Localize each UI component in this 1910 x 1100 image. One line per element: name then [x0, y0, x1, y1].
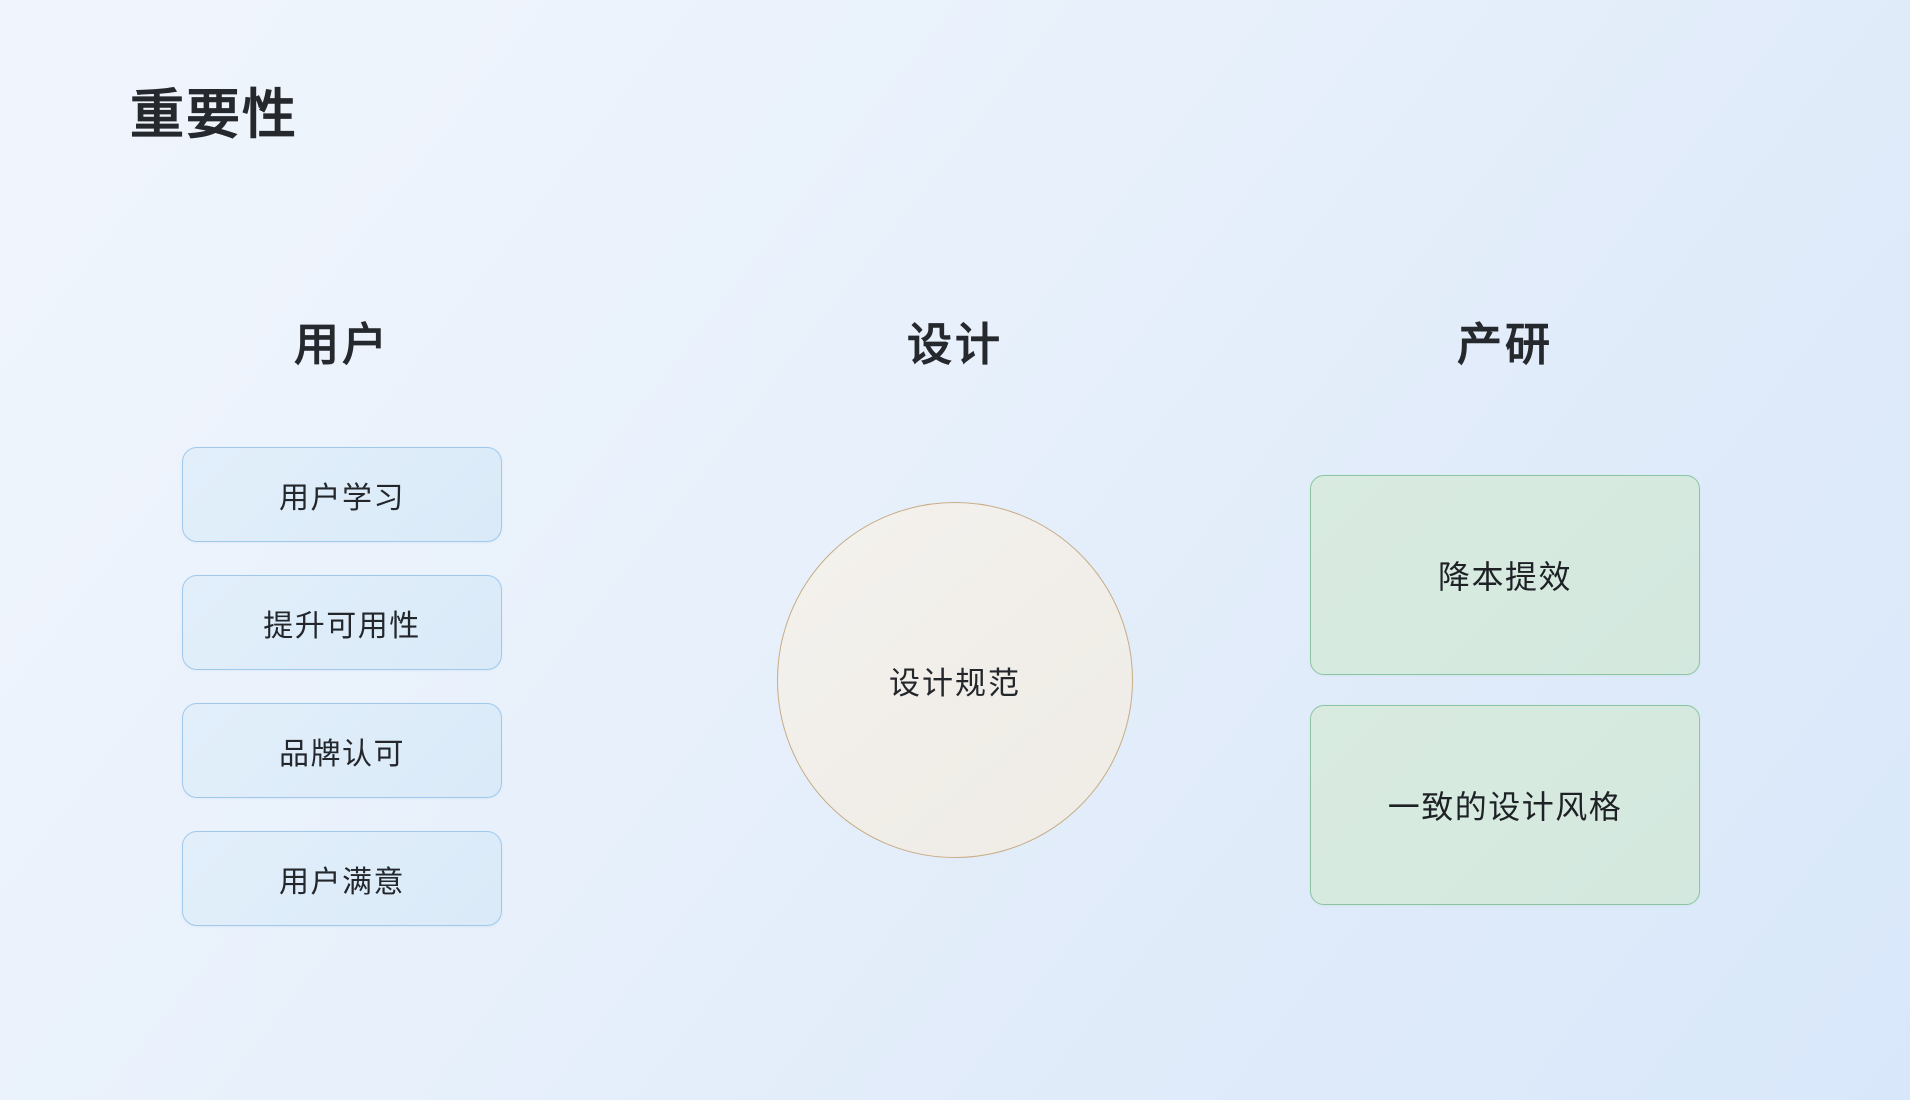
user-item-card[interactable]: 品牌认可	[182, 703, 502, 798]
product-research-item-card[interactable]: 降本提效	[1310, 475, 1700, 675]
user-item-label: 用户学习	[279, 481, 405, 515]
column-header-user: 用户	[293, 319, 390, 370]
user-item-label: 品牌认可	[279, 737, 405, 771]
design-spec-label: 设计规范	[889, 665, 1021, 701]
product-research-item-label: 一致的设计风格	[1387, 789, 1623, 825]
product-research-item-card[interactable]: 一致的设计风格	[1310, 705, 1700, 905]
user-item-label: 提升可用性	[263, 609, 421, 643]
design-spec-circle[interactable]: 设计规范	[777, 502, 1133, 858]
product-research-item-label: 降本提效	[1437, 559, 1572, 595]
user-item-card[interactable]: 提升可用性	[182, 575, 502, 670]
product-research-column: 降本提效 一致的设计风格	[1310, 475, 1700, 935]
user-item-card[interactable]: 用户满意	[182, 831, 502, 926]
user-item-card[interactable]: 用户学习	[182, 447, 502, 542]
column-header-design: 设计	[906, 319, 1003, 370]
user-item-label: 用户满意	[279, 865, 405, 899]
page-title: 重要性	[130, 85, 298, 145]
user-column: 用户学习 提升可用性 品牌认可 用户满意	[182, 447, 502, 959]
column-header-product-research: 产研	[1456, 319, 1553, 370]
